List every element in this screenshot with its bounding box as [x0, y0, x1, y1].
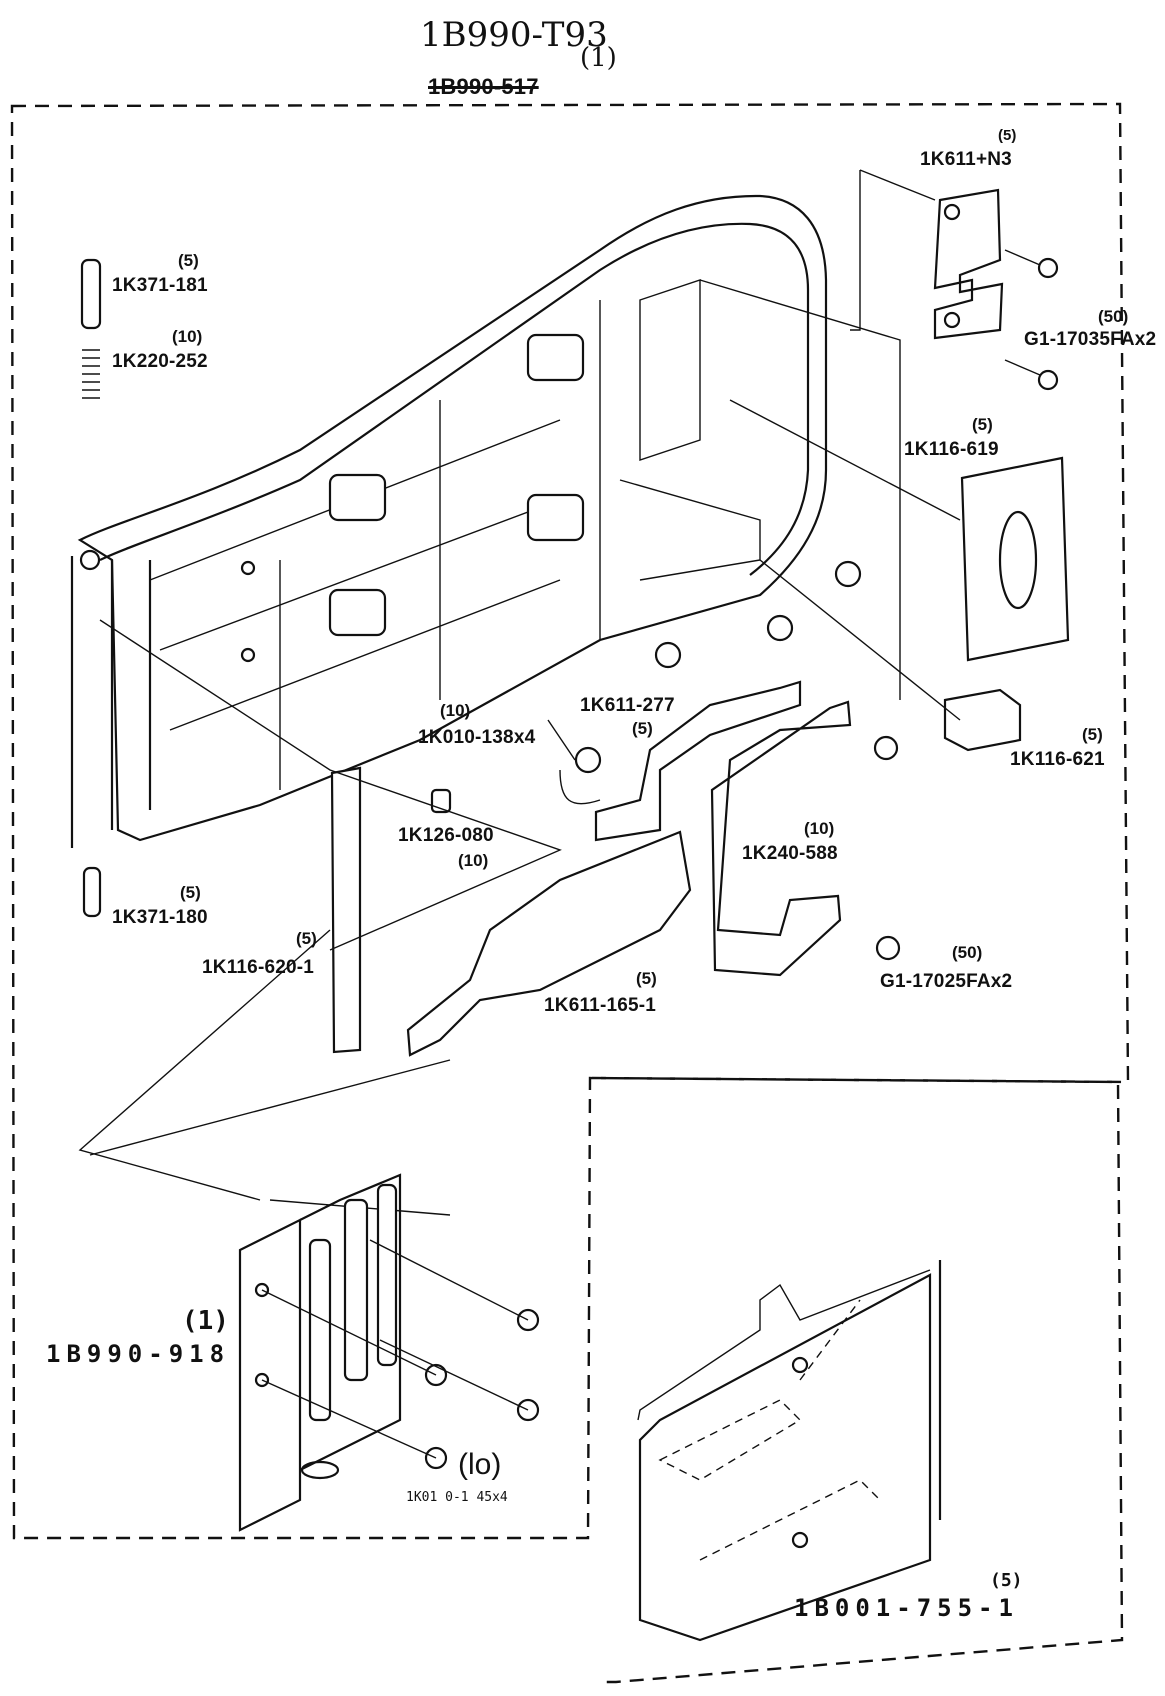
part-number-p5: 1K116-619: [904, 439, 999, 460]
part-qty-p1: (5): [998, 127, 1017, 144]
part-qty-p4: (10): [172, 327, 203, 346]
inset-panel-1b001-755-1: [637, 1260, 942, 1642]
main-panel-drawing: [70, 194, 828, 848]
bracket-1k611-n3: [933, 188, 1059, 391]
part-number-p13: G1-17025FAx2: [880, 971, 1013, 992]
assembly-title: 1B990-T93: [420, 15, 608, 55]
part-qty-p6: (5): [632, 719, 653, 738]
grille-pad-2: [328, 588, 387, 637]
foam-pad-1k116-619: [960, 456, 1070, 662]
part-qty-p10: (10): [458, 851, 489, 870]
part-qty-p5: (5): [972, 415, 993, 434]
part-qty-p15: (1): [182, 1306, 229, 1336]
screws: [424, 560, 901, 1470]
part-number-p2: G1-17035FAx2: [1024, 329, 1157, 350]
part-number-p8: 1K116-621: [1010, 749, 1105, 770]
part-number-p11: 1K371-180: [112, 907, 208, 928]
part-qty-p12: (5): [296, 929, 317, 948]
part-number-p4: 1K220-252: [112, 351, 208, 372]
part-number-p6: 1K611-277: [580, 695, 675, 716]
part-qty-p16: (lo): [458, 1448, 502, 1481]
part-number-p15: 1B990-918: [46, 1340, 231, 1368]
block-1k116-621: [943, 688, 1022, 752]
part-number-p1: 1K611+N3: [920, 149, 1012, 170]
struck-label: 1B990-517: [428, 74, 539, 99]
spring-1k220-252: [82, 349, 100, 399]
part-qty-p9: (10): [804, 819, 835, 838]
main-dashed-frame: [10, 102, 1130, 1540]
part-qty-p8: (5): [1082, 725, 1103, 744]
part-number-p7: 1K010-138x4: [418, 727, 536, 748]
part-qty-p7: (10): [440, 701, 471, 720]
part-number-p17: 1B001-755-1: [794, 1594, 1019, 1622]
part-number-p3: 1K371-181: [112, 275, 208, 296]
part-number-p16: 1K01 0-1 45x4: [406, 1490, 508, 1505]
pin-1k371-181: [80, 258, 102, 330]
part-number-p12: 1K116-620-1: [202, 957, 315, 978]
grille-pad-3: [526, 333, 585, 382]
part-number-p10: 1K126-080: [398, 825, 494, 846]
bracket-1k611-165-1: [406, 830, 692, 1057]
bar-1k116-620-1: [330, 766, 362, 1054]
wire-1k240-588: [710, 700, 852, 977]
inset-dashed-frame: [591, 1076, 1124, 1684]
pin-1k371-180: [82, 866, 102, 918]
part-qty-p17: (5): [990, 1570, 1023, 1591]
part-qty-p11: (5): [180, 883, 201, 902]
part-qty-p14: (5): [636, 969, 657, 988]
part-qty-p13: (50): [952, 943, 983, 962]
part-number-p14: 1K611-165-1: [544, 995, 657, 1016]
part-qty-p3: (5): [178, 251, 199, 270]
part-number-p9: 1K240-588: [742, 843, 838, 864]
grille-pad-1: [328, 473, 387, 522]
assembly-title-qty: (1): [580, 43, 617, 73]
grille-pad-4: [526, 493, 585, 542]
part-qty-p2: (50): [1098, 307, 1129, 326]
bracket-1k611-277: [594, 680, 802, 842]
hinge-assembly-1b990-918: [238, 1173, 529, 1532]
